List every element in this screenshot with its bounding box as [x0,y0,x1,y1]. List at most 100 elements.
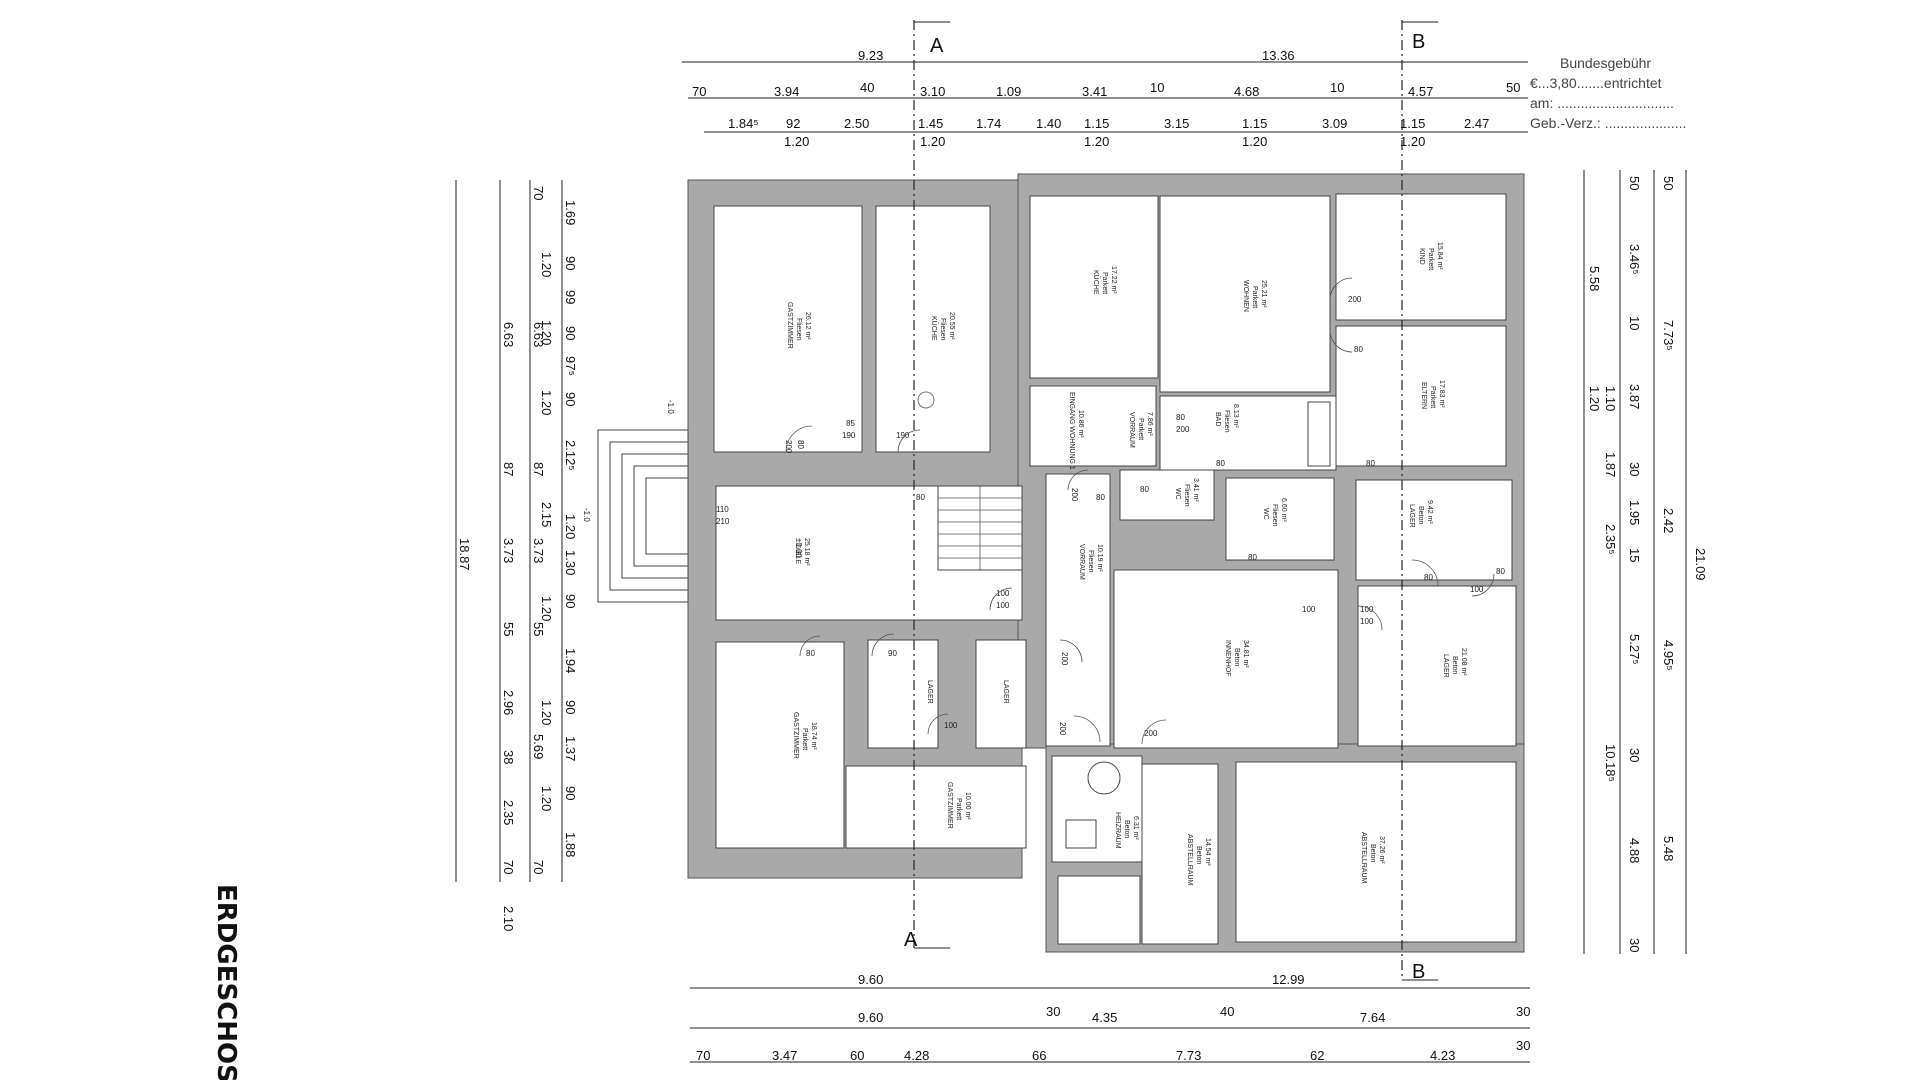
left-dim-4-3: 90 [563,326,578,340]
room-label-14: INNENHOF Beton 34.81 m² [1224,640,1249,677]
room-20-name: HEIZRAUM [1114,812,1121,849]
room-label-21: ABSTELLRAUM Beton 14.54 m² [1186,834,1211,886]
room-11-floor: Fliesen [1271,504,1278,527]
plan-title: ERDGESCHOSS [211,884,241,1080]
right-dim-1b-5: 10.18⁵ [1603,744,1618,782]
room-7-floor: Parkett [1137,418,1144,440]
left-dim-3-1: 6.63 [531,322,546,347]
room-kind [1335,193,1507,321]
top-dim-3-2: 2.50 [844,116,869,131]
bathtub [1307,401,1331,467]
room-vorraum-2 [1045,473,1111,747]
bottom-dim-3-2: 60 [850,1048,864,1063]
door-swing-8 [1141,719,1167,745]
door-label-0: 85 [846,419,855,428]
bottom-dim-1-0: 9.60 [858,972,883,987]
room-label-8: BAD Fliesen 8.13 m² [1214,404,1239,433]
bottom-dim-3-3: 4.28 [904,1048,929,1063]
right-dim-1-0: 50 [1627,176,1642,190]
room-17-name: LAGER [926,680,933,704]
room-0-floor: Fliesen [795,318,802,341]
bottom-dim-3-4: 66 [1032,1048,1046,1063]
top-dim-3b-3: 1.20 [1242,134,1267,149]
room-label-19: GASTZIMMER Parkett 10.00 m² [946,782,971,829]
room-9-name: DIELE [794,544,801,565]
right-dim-1b-3: 1.87 [1603,452,1618,477]
room-20-area: 6.31 m² [1132,816,1139,840]
door-label-12: 210 [716,517,730,526]
room-5-floor: Parkett [1429,386,1436,408]
room-6-name: EINGANG WOHNUNG 1 [1068,392,1075,470]
door-label-21: 200 [1060,652,1069,666]
door-label-8: 200 [1176,425,1190,434]
left-dim-4-13: 90 [563,786,578,800]
door-swing-10 [1471,573,1495,597]
right-dim-2-4: 5.48 [1661,836,1676,861]
left-dim-2-3: 55 [501,622,516,636]
right-dim-1b-0: 5.58 [1587,266,1602,291]
top-dim-2-4: 1.09 [996,84,1021,99]
room-19-name: GASTZIMMER [946,782,953,829]
room-16-name: GASTZIMMER [792,712,799,759]
left-dim-4-4: 97⁵ [563,356,578,376]
left-dim-3-0: 70 [531,186,546,200]
door-swing-14 [927,713,949,735]
right-dim-1b-1: 1.20 [1587,386,1602,411]
left-dim-4b-2: 1.20 [539,390,554,415]
door-label-28: 100 [1470,585,1484,594]
door-swings [785,277,1495,745]
top-dim-3-10: 1.15 [1400,116,1425,131]
door-label-24: 90 [888,649,897,658]
room-label-17: LAGER [926,680,933,704]
room-3-floor: Parkett [1251,286,1258,308]
left-dim-4-2: 99 [563,290,578,304]
left-dim-4b-6: 1.20 [539,786,554,811]
room-1-area: 20.55 m² [948,312,955,340]
top-dim-2-5: 3.41 [1082,84,1107,99]
room-0-name: GASTZIMMER [786,302,793,349]
door-label-3: 80 [796,440,805,449]
room-label-1: KÜCHE Fliesen 20.55 m² [930,312,955,341]
top-dim-3-5: 1.40 [1036,116,1061,131]
door-label-31: 80 [1096,493,1105,502]
left-dim-2-8: 2.10 [501,906,516,931]
door-label-1: 190 [842,431,856,440]
room-abstell-west [1057,875,1141,945]
right-dim-1-5: 1.95 [1627,500,1642,525]
room-label-9: DIELE 25.18 m² [794,538,810,566]
bottom-dim-3-6: 62 [1310,1048,1324,1063]
left-dim-4-14: 1.88 [563,832,578,857]
room-7-name: VORRAUM [1128,412,1135,448]
room-gastzimmer-s [845,765,1027,849]
heating-unit [1065,819,1097,849]
right-dim-1-8: 30 [1627,748,1642,762]
room-3-name: WOHNEN [1242,280,1249,312]
room-label-7: VORRAUM Parkett 7.86 m² [1128,412,1153,448]
room-14-area: 34.81 m² [1242,640,1249,668]
top-dim-3-9: 3.09 [1322,116,1347,131]
stamp-line-2: €...3,80.......entrichtet [1530,75,1662,91]
room-8-floor: Fliesen [1223,410,1230,433]
right-dim-1b-4: 2.35⁵ [1603,524,1618,555]
top-dim-3b-0: 1.20 [784,134,809,149]
room-label-13: VORRAUM Fliesen 10.19 m² [1078,544,1103,580]
door-swing-6 [1059,639,1083,663]
section-label-a-top: A [930,35,944,57]
door-label-30: 80 [1216,459,1225,468]
right-dim-1-7: 5.27⁵ [1627,634,1642,665]
room-label-18: LAGER [1002,680,1009,704]
room-eingang-wohnung [1029,385,1157,467]
room-wc-1 [1119,469,1215,521]
room-8-name: BAD [1214,412,1221,426]
room-5-area: 17.83 m² [1438,380,1445,408]
room-8-area: 8.13 m² [1232,404,1239,428]
room-lager-4 [1357,585,1517,747]
room-gastzimmer-nw [713,205,863,453]
bottom-dim-1-1: 12.99 [1272,972,1305,987]
left-dim-4b-5: 1.20 [539,700,554,725]
right-dimensions: 50 3.46⁵ 10 3.87 30 1.95 15 5.27⁵ 30 4.8… [1583,170,1708,954]
left-dim-2-0: 6.63 [501,322,516,347]
room-label-5: ELTERN Parkett 17.83 m² [1420,380,1445,409]
room-11-area: 6.60 m² [1280,498,1287,522]
room-10-name: WC [1174,488,1181,500]
